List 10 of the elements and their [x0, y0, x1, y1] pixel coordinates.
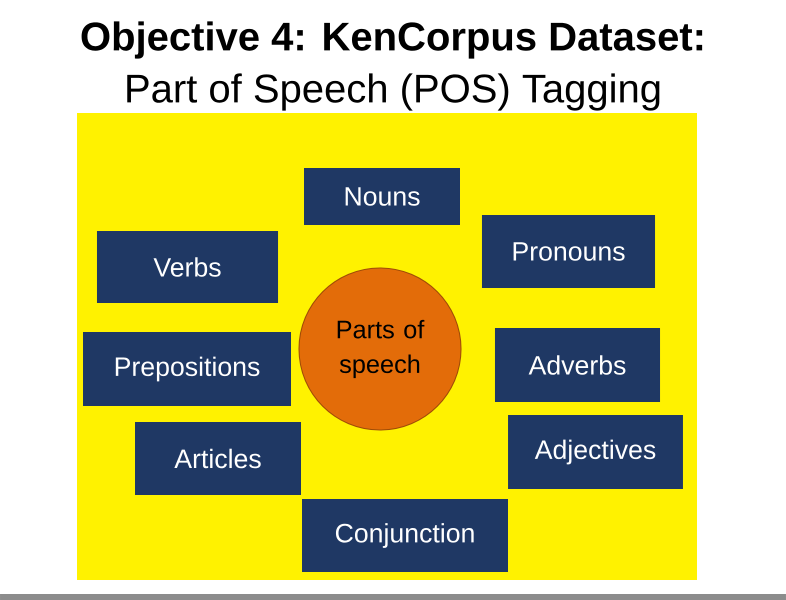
category-box: Adverbs — [494, 328, 660, 402]
category-box: Verbs — [96, 231, 278, 303]
subtitle: Part of Speech (POS) Tagging — [127, 73, 660, 111]
category-box: Articles — [135, 422, 301, 496]
category-box: Prepositions — [83, 332, 291, 406]
category-box: Conjunction — [302, 498, 508, 572]
category-box: Pronouns — [482, 214, 656, 288]
title: Objective 4: KenCorpus Dataset: — [82, 21, 702, 59]
category-box: Nouns — [304, 168, 460, 226]
category-box: Adjectives — [508, 415, 683, 489]
